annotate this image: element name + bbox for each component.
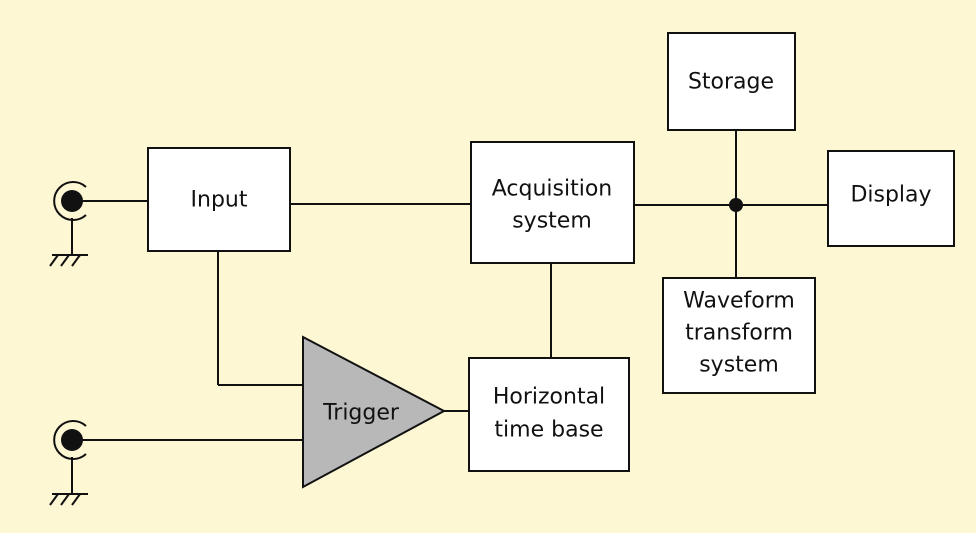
storage-block: Storage xyxy=(667,32,796,131)
ground-symbol-icon xyxy=(49,493,88,506)
input-block-label: Input xyxy=(191,188,248,213)
ground-symbol-icon xyxy=(49,254,88,267)
input-block: Input xyxy=(147,147,291,252)
bnc-trigger-connector-icon xyxy=(53,420,87,494)
acquisition-block-label-line1: Acquisition xyxy=(492,177,613,202)
waveform-block-label-line3: system xyxy=(699,353,779,378)
display-block: Display xyxy=(827,150,955,247)
trigger-label: Trigger xyxy=(322,401,400,426)
junction-dot-icon xyxy=(729,198,743,212)
waveform-transform-block: Waveform transform system xyxy=(662,277,816,394)
acquisition-system-block: Acquisition system xyxy=(470,141,635,264)
bnc-input-connector-icon xyxy=(53,181,87,255)
display-block-label: Display xyxy=(850,183,931,208)
acquisition-block-label-line2: system xyxy=(512,209,592,234)
waveform-block-label-line2: transform xyxy=(685,321,793,346)
trigger-amplifier-icon: Trigger xyxy=(302,335,447,489)
horizontal-time-base-block: Horizontal time base xyxy=(468,357,630,472)
horizontal-block-label-line1: Horizontal xyxy=(493,385,605,410)
horizontal-block-label-line2: time base xyxy=(494,418,603,443)
storage-block-label: Storage xyxy=(688,70,774,95)
waveform-block-label-line1: Waveform xyxy=(683,289,795,314)
